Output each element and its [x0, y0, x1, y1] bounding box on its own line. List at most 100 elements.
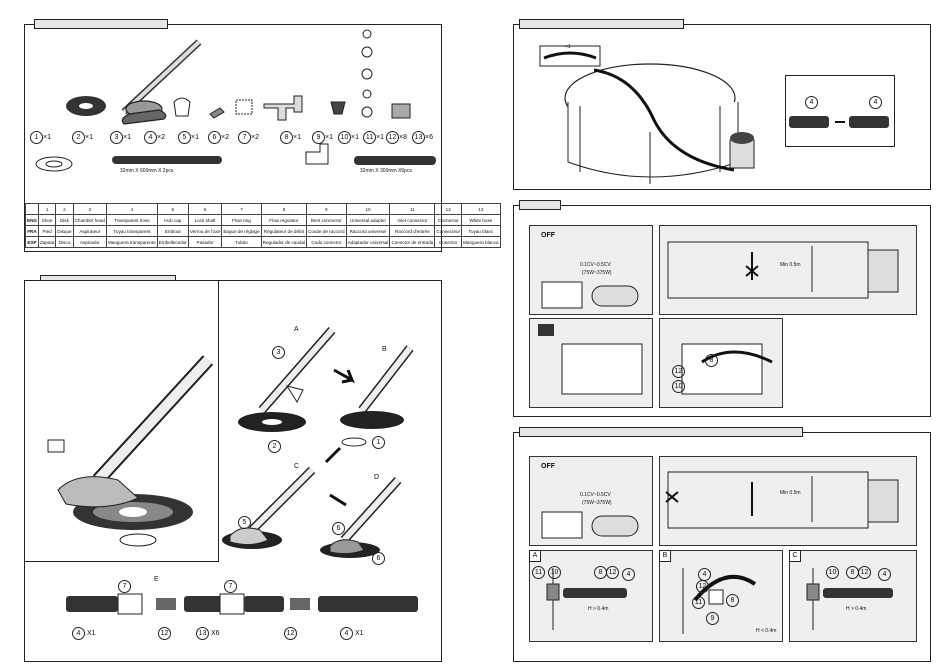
parts-header: [34, 19, 168, 29]
table-header-row: 1 2 3 4 5 6 7 8 9 10 11 12 13: [25, 203, 501, 215]
option-c-callout: 10: [826, 566, 839, 579]
step-label-e: E: [154, 576, 159, 583]
connect-header: [519, 19, 684, 29]
power-off-label-1: OFF: [541, 232, 555, 239]
detail-callout-right: 4: [869, 96, 882, 109]
part-number-13: 13: [412, 131, 425, 144]
setup2-header: [519, 427, 803, 437]
option-b-callout: 9: [706, 612, 719, 625]
white-hose-drawing: [354, 156, 436, 165]
transparent-hose-drawing: [112, 156, 222, 164]
assembled-vacuum-drawing: [47, 355, 213, 547]
option-a-callout: 12: [606, 566, 619, 579]
height-label-b: H < 0.4m: [756, 628, 777, 634]
bent-connector-drawing: [305, 143, 329, 165]
part-number-3: 3: [110, 131, 123, 144]
option-c-callout: 4: [878, 568, 891, 581]
option-b-callout: 12: [696, 580, 709, 593]
disk-drawing: [66, 96, 106, 116]
option-a-callout: 4: [622, 568, 635, 581]
chain-callout-4-right: 4 X1: [340, 627, 364, 640]
flow-ring-drawing: [235, 99, 253, 115]
pool-diagram-1: [667, 241, 899, 299]
hose-chain-drawing: [66, 593, 418, 615]
hose-detail-inset: [785, 75, 895, 147]
hose-spec-left: 32mm X 600mm X 2pcs: [120, 168, 174, 174]
table-header-cell: 6: [187, 203, 223, 215]
flow-regulator-drawing: [263, 95, 303, 121]
step-label-c: C: [294, 463, 300, 470]
chain-callout-12a: 12: [158, 627, 171, 640]
setup1-header: [519, 200, 561, 210]
setup1-callout-8: 8: [705, 354, 718, 367]
assembly-steps-drawing: [222, 327, 414, 558]
pool-cross-section-1: [659, 225, 917, 315]
table-header-cell: 8: [260, 203, 308, 215]
hose-detail-drawing: [789, 116, 889, 128]
table-header-cell: 7: [221, 203, 262, 215]
table-header-cell: 12: [434, 203, 463, 215]
part-numbers-row: 1×1 2×1 3×1 4×2 5×1 6×2 7×2 8×1 9×1 10×1…: [28, 131, 442, 145]
chain-callout-12b: 12: [284, 627, 297, 640]
table-header-cell: 11: [389, 203, 436, 215]
table-header-cell: 10: [345, 203, 391, 215]
watts-label-1: (75W~375W): [582, 270, 612, 276]
chain-callout-13: 13 X6: [196, 627, 220, 640]
inlet-connector-drawings: [361, 29, 373, 118]
detail-callout-left: 4: [805, 96, 818, 109]
option-b-callout: 11: [692, 596, 705, 609]
option-a-label: A: [529, 550, 541, 562]
step-label-d: D: [374, 474, 380, 481]
height-label-c: H > 0.4m: [846, 606, 867, 612]
part-number-12: 12: [386, 131, 399, 144]
height-label-a: H > 0.4m: [588, 606, 609, 612]
parts-illustration: [35, 29, 436, 172]
chain-callout-4-left: 4 X1: [72, 627, 96, 640]
part-number-9: 9: [312, 131, 325, 144]
part-number-2: 2: [72, 131, 85, 144]
voltage-label-1: 0.1CV~0.5CV: [580, 262, 611, 268]
skimmer-drawings: [538, 324, 773, 395]
option-a-callout: 11: [532, 566, 545, 579]
callout-2: 2: [268, 440, 281, 453]
pump-drawing-1: [541, 281, 639, 309]
pump-drawing-2: [541, 511, 639, 539]
part-number-4: 4: [144, 131, 157, 144]
table-header-cell: 3: [72, 203, 107, 215]
callout-3: 3: [272, 346, 285, 359]
part-number-5: 5: [178, 131, 191, 144]
option-c-label: C: [789, 550, 801, 562]
table-header-cell: 5: [156, 203, 189, 215]
part-number-10: 10: [338, 131, 351, 144]
install-options-drawing: [546, 568, 893, 634]
option-b-label: B: [659, 550, 671, 562]
step-label-a: A: [294, 326, 299, 333]
table-header-cell: 4: [105, 203, 158, 215]
part-number-8: 8: [280, 131, 293, 144]
setup1-callout-12: 12: [672, 365, 685, 378]
pool-diagram-2: [665, 471, 899, 529]
min-depth-label-1: Min 0.5m: [780, 262, 801, 268]
universal-adapter-drawing: [330, 101, 346, 115]
callout-6a: 6: [332, 522, 345, 535]
option-b-callout: 8: [726, 594, 739, 607]
min-depth-label-2: Min 0.5m: [780, 490, 801, 496]
setup1-callout-10: 10: [672, 380, 685, 393]
step-label-b: B: [382, 346, 387, 353]
option-c-callout: 12: [858, 566, 871, 579]
chain-callout-7b: 7: [224, 580, 237, 593]
voltage-label-2: 0.1CV~0.5CV: [580, 492, 611, 498]
table-header-cell: 9: [306, 203, 347, 215]
chain-callout-7a: 7: [118, 580, 131, 593]
hub-cap-drawing: [173, 97, 191, 117]
vacuum-head-drawing: [121, 39, 202, 125]
watts-label-2: (75W~375W): [582, 500, 612, 506]
callout-5: 5: [238, 516, 251, 529]
pool-hose-drawing: [539, 45, 755, 184]
callout-6b: 6: [372, 552, 385, 565]
table-header-cell: 1: [37, 203, 57, 215]
